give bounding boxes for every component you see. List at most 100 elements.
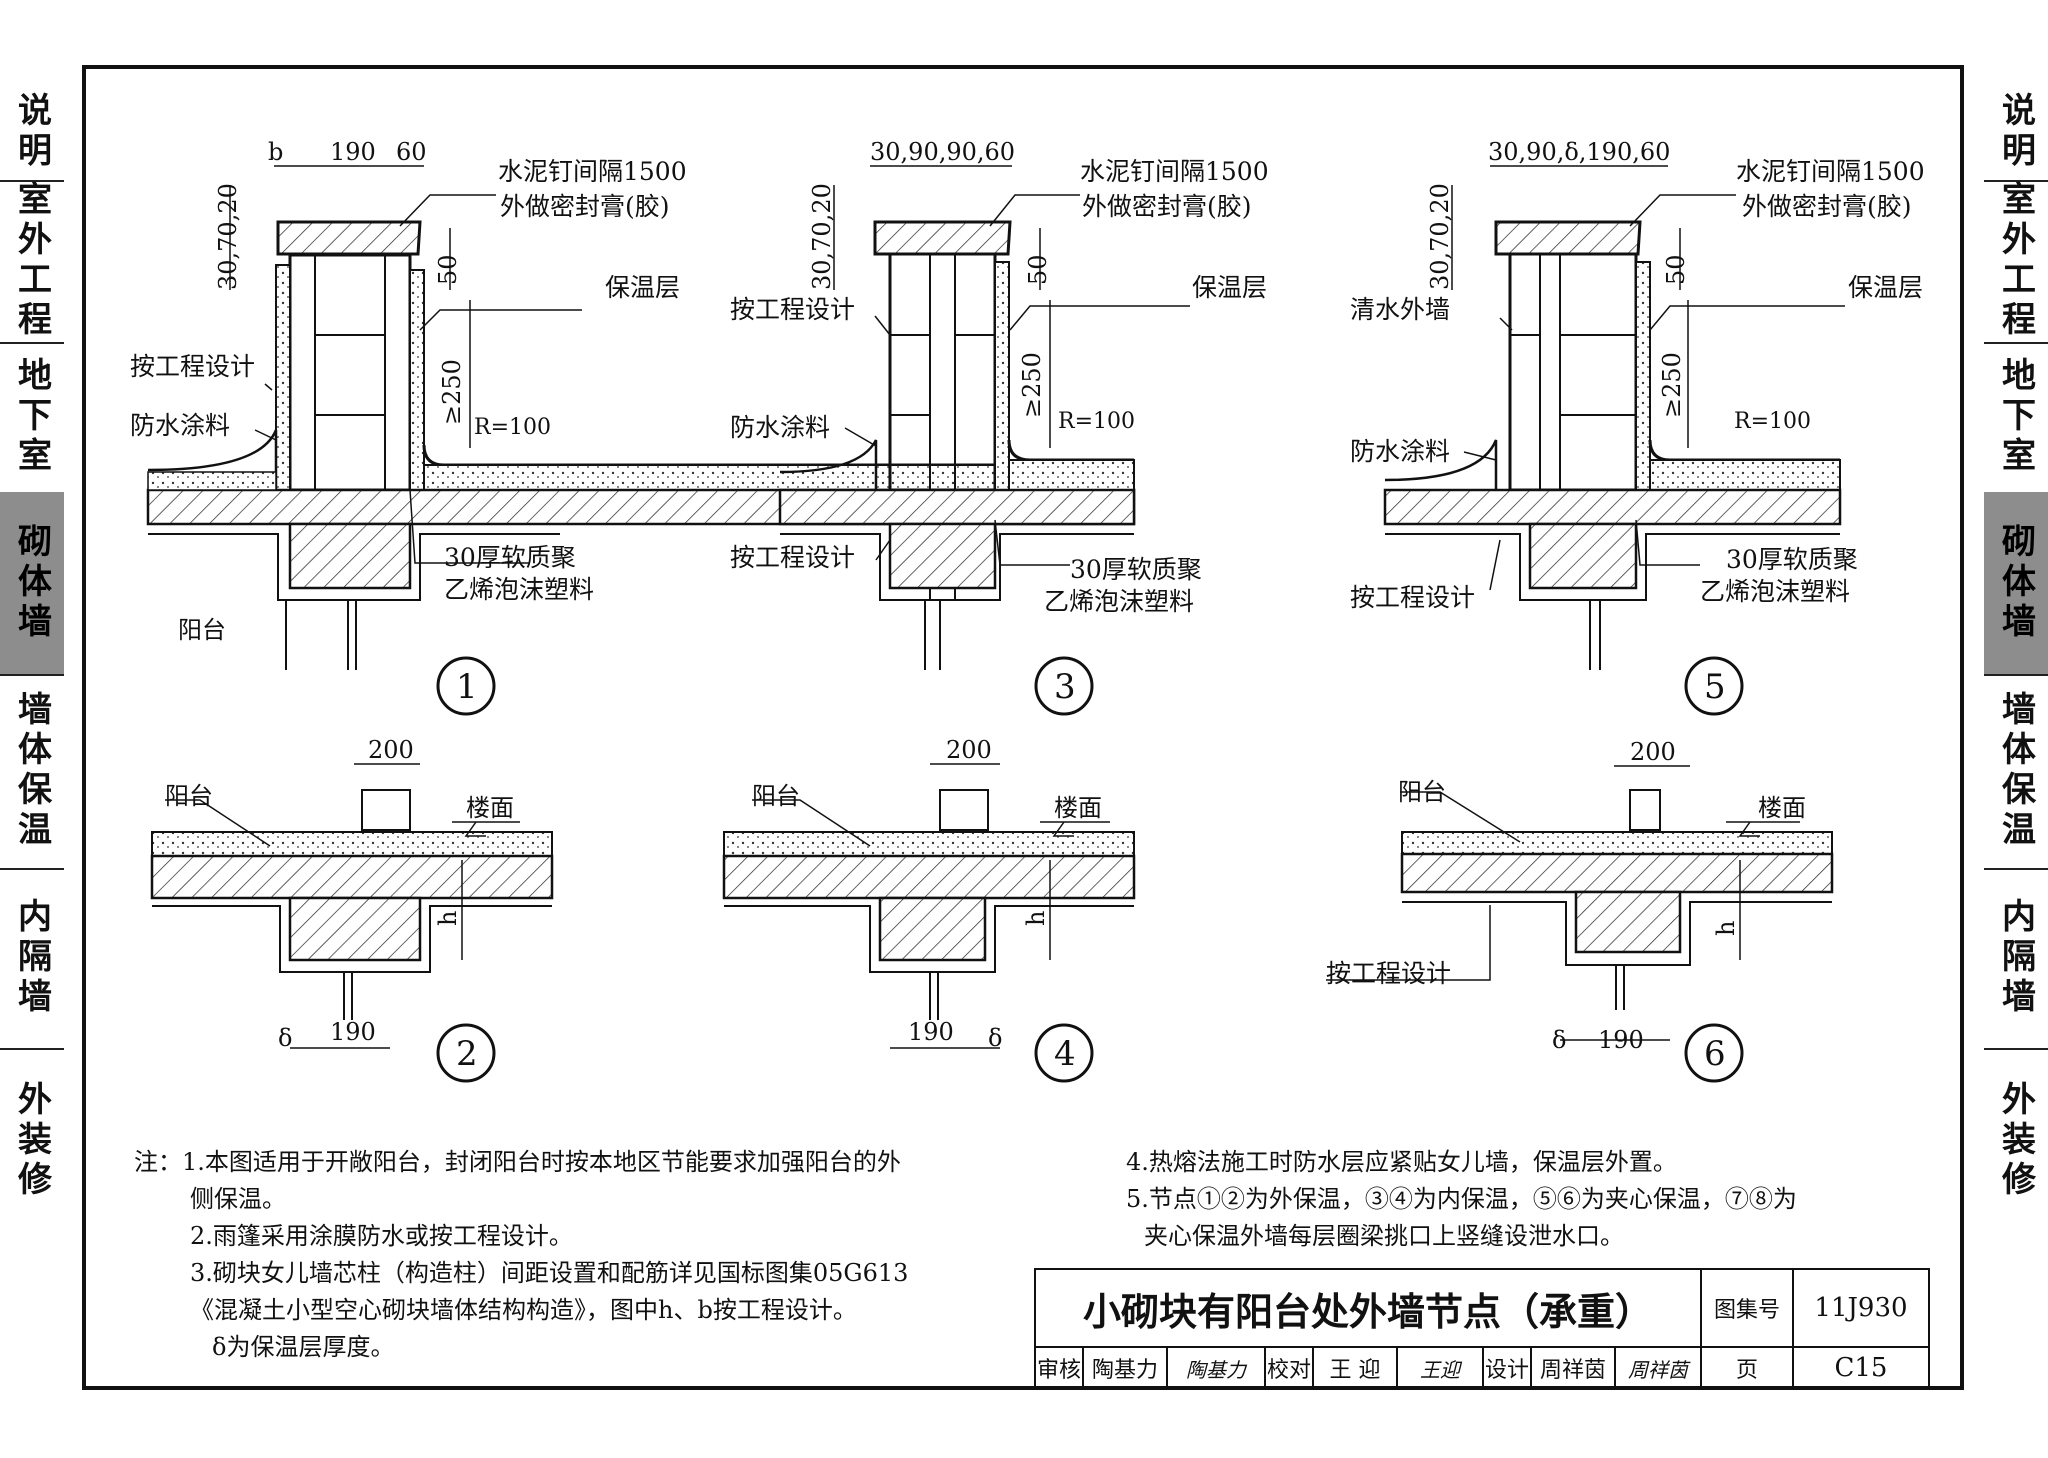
dim-vertical: 30,70,20 xyxy=(214,183,242,290)
designer-name: 周祥茵 xyxy=(1530,1346,1616,1390)
review-label: 审核 xyxy=(1034,1346,1084,1390)
sidebar-tab-label: 外装修 xyxy=(11,1081,52,1201)
label-balcony: 阳台 xyxy=(165,782,213,810)
sidebar-tab-finish[interactable]: 外装修 xyxy=(1984,1048,2048,1234)
sidebar-tab-masonry[interactable]: 砌体墙 xyxy=(1984,492,2048,676)
page-no: C15 xyxy=(1792,1346,1930,1390)
sidebar-tab-basement[interactable]: 地下室 xyxy=(0,342,64,494)
dim-top: 30,90,δ,190,60 xyxy=(1488,138,1670,166)
sidebar-tab-masonry[interactable]: 砌体墙 xyxy=(0,492,64,676)
sidebar-tab-outdoor[interactable]: 室外工程 xyxy=(1984,180,2048,344)
label-foam-1: 30厚软质聚 xyxy=(1070,555,1202,584)
detail-3: 30,90,90,60 30,70,20 50 ≥250 水泥钉间隔1500 外… xyxy=(730,138,1269,716)
notes-right: 4.热熔法施工时防水层应紧贴女儿墙，保温层外置。 5.节点①②为外保温，③④为内… xyxy=(1126,1144,1797,1255)
dim-50: 50 xyxy=(434,254,462,285)
label-r100: R=100 xyxy=(1734,409,1811,434)
note-line: 夹心保温外墙每层圈梁挑口上竖缝设泄水口。 xyxy=(1144,1222,1624,1250)
dim-delta: δ xyxy=(278,1024,292,1052)
detail-2: 200 阳台 楼面 h δ 190 2 xyxy=(150,736,554,1083)
dim-top: 30,90,90,60 xyxy=(870,138,1015,166)
sidebar-tab-label: 外装修 xyxy=(1995,1081,2036,1201)
right-sidebar: 说明 室外工程 地下室 砌体墙 墙体保温 内隔墙 外装修 xyxy=(1984,84,2048,1414)
dim-250: ≥250 xyxy=(1658,352,1686,418)
note-line: 3.砌块女儿墙芯柱（构造柱）间距设置和配筋详见国标图集05G613 xyxy=(190,1259,909,1287)
sidebar-tab-finish[interactable]: 外装修 xyxy=(0,1048,64,1234)
detail-number: 6 xyxy=(1704,1034,1726,1074)
dim-50: 50 xyxy=(1024,254,1052,285)
sidebar-tab-notes[interactable]: 说明 xyxy=(1984,84,2048,182)
detail-number: 2 xyxy=(456,1034,478,1074)
label-design-2: 按工程设计 xyxy=(730,543,855,572)
sidebar-tab-label: 砌体墙 xyxy=(11,523,52,643)
dim-200: 200 xyxy=(946,736,992,764)
label-nail: 水泥钉间隔1500 xyxy=(1736,157,1925,186)
sheet-title: 小砌块有阳台处外墙节点（承重） xyxy=(1034,1268,1702,1348)
checker-signature: 王迎 xyxy=(1396,1346,1484,1390)
note-line: 5.节点①②为外保温，③④为内保温，⑤⑥为夹心保温，⑦⑧为 xyxy=(1126,1185,1797,1213)
design-label: 设计 xyxy=(1482,1346,1532,1390)
dim-190: 190 xyxy=(330,1018,376,1046)
dim-vertical: 30,70,20 xyxy=(808,183,836,290)
dim-delta: δ xyxy=(988,1024,1002,1052)
label-floor: 楼面 xyxy=(1054,794,1102,822)
label-r100: R=100 xyxy=(474,415,551,440)
label-waterproof: 防水涂料 xyxy=(130,411,230,440)
detail-number: 4 xyxy=(1054,1034,1076,1074)
detail-number: 5 xyxy=(1704,667,1726,707)
label-design: 按工程设计 xyxy=(1350,583,1475,612)
sidebar-tab-label: 内隔墙 xyxy=(1995,898,2036,1018)
sidebar-tab-label: 室外工程 xyxy=(1995,181,2036,341)
sidebar-tab-partition[interactable]: 内隔墙 xyxy=(0,868,64,1050)
sidebar-tab-label: 说明 xyxy=(11,92,52,172)
dim-200: 200 xyxy=(368,736,414,764)
notes-left: 注：1.本图适用于开敞阳台，封闭阳台时按本地区节能要求加强阳台的外 侧保温。 2… xyxy=(134,1144,908,1366)
label-balcony: 阳台 xyxy=(752,782,800,810)
dim-50: 50 xyxy=(1662,254,1690,285)
sidebar-tab-label: 室外工程 xyxy=(11,181,52,341)
label-insulation: 保温层 xyxy=(605,273,680,302)
label-insulation: 保温层 xyxy=(1192,273,1267,302)
sidebar-tab-notes[interactable]: 说明 xyxy=(0,84,64,182)
sidebar-tab-partition[interactable]: 内隔墙 xyxy=(1984,868,2048,1050)
label-waterproof: 防水涂料 xyxy=(1350,437,1450,466)
dim-190: 190 xyxy=(330,138,376,166)
label-waterproof: 防水涂料 xyxy=(730,413,830,442)
dim-60: 60 xyxy=(396,138,427,166)
drawing-frame xyxy=(82,65,1964,1390)
note-line: 2.雨篷采用涂膜防水或按工程设计。 xyxy=(190,1222,573,1250)
page-label: 页 xyxy=(1700,1346,1794,1390)
label-design: 按工程设计 xyxy=(1326,959,1451,988)
dim-190: 190 xyxy=(908,1018,954,1046)
sidebar-tab-label: 墙体保温 xyxy=(11,691,52,851)
sidebar-tab-label: 内隔墙 xyxy=(11,898,52,1018)
label-foam-2: 乙烯泡沫塑料 xyxy=(1044,587,1194,616)
note-line: 注：1.本图适用于开敞阳台，封闭阳台时按本地区节能要求加强阳台的外 xyxy=(134,1148,901,1176)
label-clear-wall: 清水外墙 xyxy=(1350,295,1450,324)
sidebar-tab-insulation[interactable]: 墙体保温 xyxy=(0,674,64,870)
label-design: 按工程设计 xyxy=(730,295,855,324)
checker-name: 王 迎 xyxy=(1312,1346,1398,1390)
note-line: 4.热熔法施工时防水层应紧贴女儿墙，保温层外置。 xyxy=(1126,1148,1677,1176)
label-seal: 外做密封膏(胶) xyxy=(1082,192,1252,221)
detail-number: 3 xyxy=(1054,667,1076,707)
atlas-no: 11J930 xyxy=(1792,1268,1930,1348)
label-seal: 外做密封膏(胶) xyxy=(500,192,670,221)
label-nail: 水泥钉间隔1500 xyxy=(498,157,687,186)
sidebar-tab-outdoor[interactable]: 室外工程 xyxy=(0,180,64,344)
note-line: 《混凝土小型空心砌块墙体结构构造》，图中h、b按工程设计。 xyxy=(190,1296,857,1324)
dim-h: h xyxy=(434,911,462,926)
label-floor: 楼面 xyxy=(466,794,514,822)
dim-250: ≥250 xyxy=(1018,352,1046,418)
label-foam-2: 乙烯泡沫塑料 xyxy=(1700,577,1850,606)
label-seal: 外做密封膏(胶) xyxy=(1742,192,1912,221)
sidebar-tab-label: 地下室 xyxy=(1995,357,2036,477)
label-foam-2: 乙烯泡沫塑料 xyxy=(444,575,594,604)
label-design: 按工程设计 xyxy=(130,352,255,381)
dim-b: b xyxy=(268,138,283,166)
label-floor: 楼面 xyxy=(1758,794,1806,822)
label-foam-1: 30厚软质聚 xyxy=(444,543,576,572)
dim-delta: δ xyxy=(1552,1026,1566,1054)
dim-vertical: 30,70,20 xyxy=(1426,183,1454,290)
sidebar-tab-insulation[interactable]: 墙体保温 xyxy=(1984,674,2048,870)
